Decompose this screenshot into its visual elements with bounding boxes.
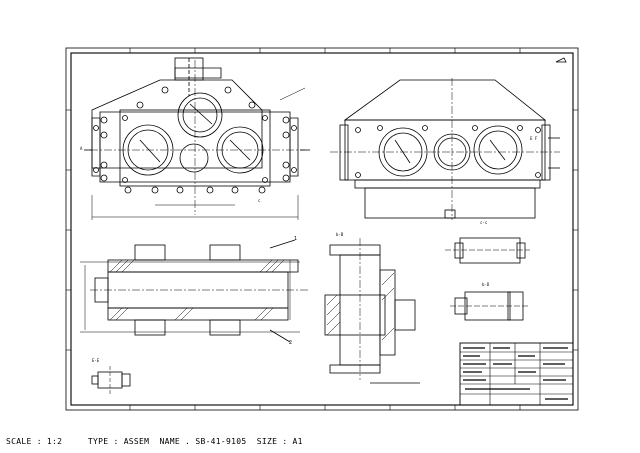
plan-view-label-a: A xyxy=(80,146,83,151)
section-dd-detail[interactable] xyxy=(450,291,530,321)
sheet-outer-border xyxy=(65,47,579,411)
item-balloon-1: 1 xyxy=(294,236,297,242)
item-balloon-2: 2 xyxy=(289,340,292,346)
gearbox-longitudinal-section[interactable] xyxy=(80,239,310,343)
sheet-inner-border xyxy=(70,52,574,406)
status-type: TYPE : ASSEM xyxy=(87,437,150,446)
section-cc-detail[interactable] xyxy=(445,237,530,264)
status-bar: SCALE : 1:2 TYPE : ASSEM NAME . SB-41-91… xyxy=(0,433,640,453)
section-dd-label: b-D xyxy=(482,282,490,287)
plan-view-label-c: c xyxy=(258,198,261,203)
section-cc-label: c-c xyxy=(480,220,488,225)
elevation-view-bolt-holes xyxy=(355,125,541,178)
longitudinal-section-hatching xyxy=(109,259,285,321)
section-bb-label: b-B xyxy=(336,232,344,237)
title-block-text-lines xyxy=(463,347,568,400)
gearbox-elevation-view[interactable] xyxy=(330,78,560,220)
section-ee-view[interactable] xyxy=(91,366,131,394)
section-ee-label: E-E xyxy=(92,358,100,363)
corner-symbol xyxy=(555,57,567,63)
drawing-viewport[interactable]: A c E F c-c xyxy=(0,0,640,430)
title-block[interactable] xyxy=(459,342,574,406)
status-scale: SCALE : 1:2 xyxy=(6,437,63,446)
section-bb-hatching xyxy=(326,272,395,341)
elevation-side-marker: E F xyxy=(530,136,538,141)
gearbox-plan-view[interactable] xyxy=(84,57,310,220)
status-size: SIZE : A1 xyxy=(256,437,303,446)
sheet-tick-marks xyxy=(66,48,578,410)
section-bb-view[interactable] xyxy=(324,238,420,384)
plan-view-bolt-holes xyxy=(93,86,297,194)
status-text: SCALE : 1:2 TYPE : ASSEM NAME . SB-41-91… xyxy=(6,437,303,446)
status-name: NAME . SB-41-9105 xyxy=(159,437,247,446)
cad-drawing-canvas[interactable]: A c E F c-c xyxy=(0,0,640,430)
